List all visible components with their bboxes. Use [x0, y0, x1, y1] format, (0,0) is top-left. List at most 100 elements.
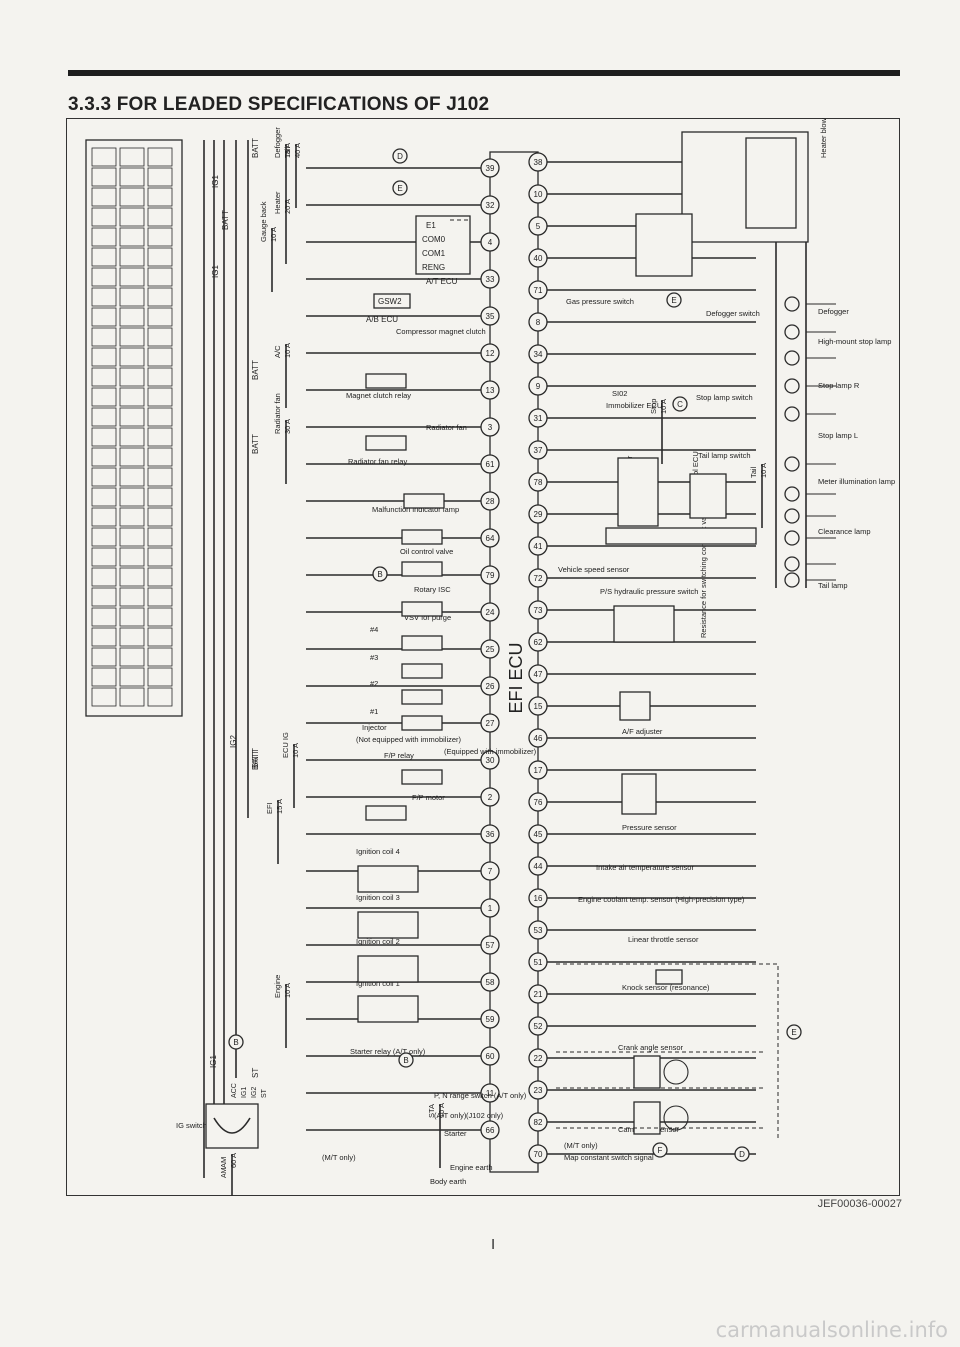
lamp-bulb — [784, 530, 800, 546]
ecu-label: EFI ECU — [506, 642, 526, 713]
connector-cell — [119, 227, 145, 247]
at-ecu-block: E1 COM0 COM1 RENG A/T ECU — [415, 215, 471, 286]
ecu-right-pin — [528, 1048, 548, 1068]
connector-cell — [91, 147, 117, 167]
connector-cell — [119, 667, 145, 687]
right-component-label: Crank angle sensor — [618, 1043, 684, 1052]
ground-marker-letter: C — [677, 400, 683, 409]
right-component-label: Defogger switch — [706, 309, 760, 318]
crank-sensor-rotor — [663, 1059, 689, 1085]
ground-marker-letter: E — [671, 296, 676, 305]
ground-marker — [228, 1034, 244, 1050]
connector-cell — [119, 607, 145, 627]
ecu-right-pin-number: 37 — [534, 446, 543, 455]
ecu-left-pin-number: 60 — [486, 1052, 495, 1061]
ecu-right-pin — [528, 696, 548, 716]
connector-cell — [147, 247, 173, 267]
connector-cell — [147, 147, 173, 167]
left-component-label: (Equipped with immobilizer) — [444, 747, 537, 756]
fuse-rating: 15 A — [283, 143, 292, 158]
ig-switch-terminal: ST — [261, 1088, 268, 1098]
left-component-label: Radiator fan — [426, 423, 467, 432]
ecu-right-pin — [528, 152, 548, 172]
connector-cell — [91, 507, 117, 527]
power-line-label: IG1 — [209, 1055, 218, 1068]
ground-marker — [734, 1146, 750, 1162]
ab-ecu-block: GSW2 A/B ECU — [366, 293, 411, 324]
ecu-right-pin-number: 17 — [534, 766, 543, 775]
at-ecu-reng: RENG — [422, 263, 445, 272]
right-component-label: Immobilizer ECU — [606, 401, 662, 410]
ground-marker-letter: D — [739, 1150, 745, 1159]
watermark: carmanualsonline.info — [715, 1318, 948, 1342]
fuse-rating: 60 A — [229, 1153, 238, 1168]
relay-coil — [401, 561, 443, 577]
connector-cell — [147, 167, 173, 187]
ecu-left-pin-number: 1 — [488, 904, 493, 913]
ecu-left-pin-number: 13 — [486, 386, 495, 395]
connector-cell — [91, 167, 117, 187]
ground-marker-letter: F — [658, 1146, 663, 1155]
ecu-left-pin-number: 12 — [486, 349, 495, 358]
ecu-right-pin-number: 52 — [534, 1022, 543, 1031]
right-component-label: Tail lamp — [818, 581, 848, 590]
shield-line-1 — [556, 963, 779, 1138]
connector-cell — [119, 267, 145, 287]
connector-cell — [147, 687, 173, 707]
ecu-right-pin — [528, 824, 548, 844]
ecu-left-pin — [480, 1083, 500, 1103]
connector-cell — [119, 207, 145, 227]
ig-switch-terminal: AM — [221, 1167, 228, 1178]
ecu-left-pin-number: 3 — [488, 423, 493, 432]
ecu-right-pin — [528, 792, 548, 812]
ground-marker-letter: B — [403, 1056, 408, 1065]
connector-cell — [91, 407, 117, 427]
document-code: JEF00036-00027 — [817, 1198, 902, 1210]
connector-cell — [147, 407, 173, 427]
power-line-label: IG1 — [211, 265, 220, 278]
meter-cluster-box — [605, 527, 757, 545]
connector-cell — [91, 527, 117, 547]
fuse-rating: 15 A — [275, 799, 284, 814]
ecu-left-pin-number: 27 — [486, 719, 495, 728]
ecu-right-pin-number: 40 — [534, 254, 543, 263]
ecu-left-pin-number: 25 — [486, 645, 495, 654]
right-component-label: Tail lamp switch — [698, 451, 751, 460]
ground-marker — [392, 148, 408, 164]
connector-cell — [119, 627, 145, 647]
ecu-right-pin-number: 62 — [534, 638, 543, 647]
relay-coil — [365, 435, 407, 451]
connector-cell — [147, 287, 173, 307]
ecu-left-pin — [480, 528, 500, 548]
left-component-label: Magnet clutch relay — [346, 391, 411, 400]
connector-cell — [147, 567, 173, 587]
power-line-label: IG2 — [229, 735, 238, 748]
ecu-left-pin-number: 11 — [486, 1089, 495, 1098]
ecu-right-pin-number: 23 — [534, 1086, 543, 1095]
ecu-left-pin-number: 36 — [486, 830, 495, 839]
ground-marker-letter: E — [791, 1028, 796, 1037]
connector-cell — [147, 367, 173, 387]
right-component-label: A/F adjuster — [622, 727, 663, 736]
ecu-right-pin-number: 38 — [534, 158, 543, 167]
ig-switch-terminal: IG2 — [251, 1087, 258, 1098]
relay-coil — [403, 493, 445, 509]
connector-cell — [91, 567, 117, 587]
connector-cell — [119, 427, 145, 447]
connector-cell — [91, 467, 117, 487]
power-line-label: IG1 — [211, 175, 220, 188]
ecu-right-pin — [528, 408, 548, 428]
right-component-label: Knock sensor (resonance) — [622, 983, 710, 992]
ground-marker — [398, 1052, 414, 1068]
connector-cell — [147, 187, 173, 207]
ecu-left-pin — [480, 343, 500, 363]
relay-coil — [401, 635, 443, 651]
power-line-label: BATT — [251, 138, 260, 158]
lamp-bulb — [784, 572, 800, 588]
connector-cell — [119, 347, 145, 367]
ecu-right-pin — [528, 600, 548, 620]
ecu-left-pin — [480, 195, 500, 215]
door-control-ecu-box — [689, 473, 727, 519]
fuse-rating: 10 A — [283, 343, 292, 358]
ecu-right-pin — [528, 1112, 548, 1132]
